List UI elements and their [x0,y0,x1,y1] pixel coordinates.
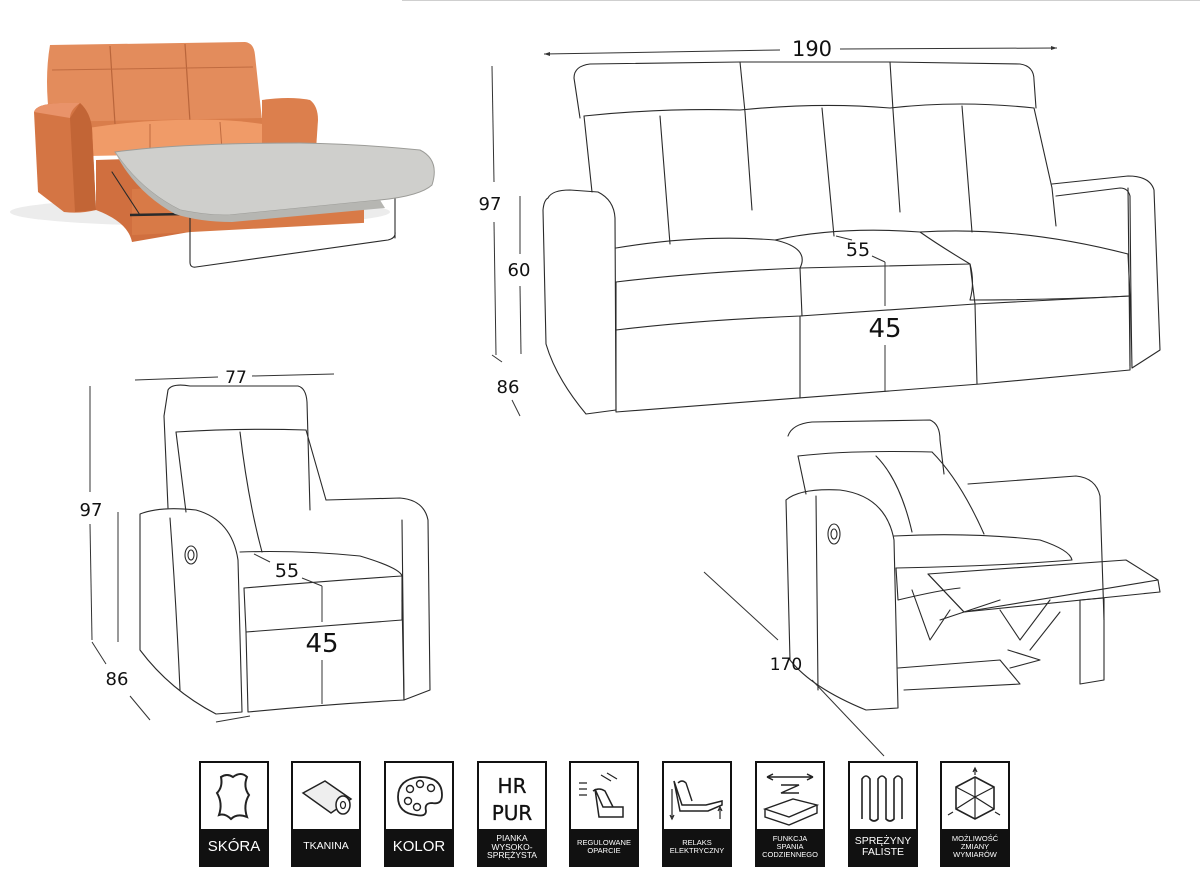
feature-icons-row: SKÓRA TKANINA KOLOR HR [199,761,1019,867]
sofa-bed-photo [10,42,435,268]
recliner-dimension-lines: 170 [703,571,885,757]
adjustable-backrest-icon [579,772,624,818]
sofa-height-label: 97 [479,194,502,215]
sofa-dimension-lines: 190 97 60 86 55 45 [479,37,1058,417]
hr-glyph: HR [498,774,527,798]
zigzag-springs-icon [861,775,903,822]
adjustable-backrest-label: REGULOWANE OPARCIE [571,829,637,865]
armchair-depth-label: 86 [106,669,129,690]
feature-zigzag-springs: SPRĘŻYNY FALISTE [848,761,918,867]
feature-hr-pur: HR PUR PIANKA WYSOKO- SPRĘŻYSTA [477,761,547,867]
leather-label: SKÓRA [201,829,267,865]
recliner-length-label: 170 [770,655,802,675]
fabric-label: TKANINA [293,829,359,865]
electric-recliner-label: RELAKS ELEKTRYCZNY [664,829,730,865]
sleeping-function-icon [762,773,820,826]
color-label: KOLOR [386,829,452,865]
armchair-height-label: 97 [80,500,103,521]
feature-resize-option: MOŻLIWOŚĆ ZMIANY WYMIARÓW [940,761,1010,867]
feature-sleeping-function: FUNKCJA SPANIA CODZIENNEGO [755,761,825,867]
resize-option-label: MOŻLIWOŚĆ ZMIANY WYMIARÓW [942,829,1008,865]
leather-icon [215,773,251,821]
sofa-width-label: 190 [792,37,832,61]
armchair-seat-depth-label: 55 [275,560,299,582]
hr-pur-label: PIANKA WYSOKO- SPRĘŻYSTA [479,829,545,865]
feature-leather: SKÓRA [199,761,269,867]
fabric-roll-icon [301,780,353,815]
sofa-seat-depth-label: 55 [846,239,870,261]
armchair-drawing [139,384,431,715]
feature-color: KOLOR [384,761,454,867]
feature-fabric: TKANINA [291,761,361,867]
electric-recliner-icon [669,780,723,821]
top-rule [402,0,1200,1]
pur-glyph: PUR [492,801,533,825]
recliner-drawing [785,419,1161,711]
sofa-drawing [542,61,1161,415]
sofa-depth-label: 86 [497,377,520,398]
sofa-arm-height-label: 60 [508,260,531,281]
hr-pur-icon: HR PUR [492,774,533,825]
sleeping-function-label: FUNKCJA SPANIA CODZIENNEGO [757,829,823,865]
armchair-width-label: 77 [225,368,247,388]
feature-adjustable-backrest: REGULOWANE OPARCIE [569,761,639,867]
zigzag-springs-label: SPRĘŻYNY FALISTE [850,829,916,865]
armchair-seat-height-label: 45 [305,629,338,659]
feature-electric-recliner: RELAKS ELEKTRYCZNY [662,761,732,867]
color-palette-icon [397,776,443,817]
resize-option-icon [947,766,1001,820]
armchair-dimension-lines: 77 97 86 55 45 [80,368,339,723]
sofa-seat-height-label: 45 [868,314,901,344]
